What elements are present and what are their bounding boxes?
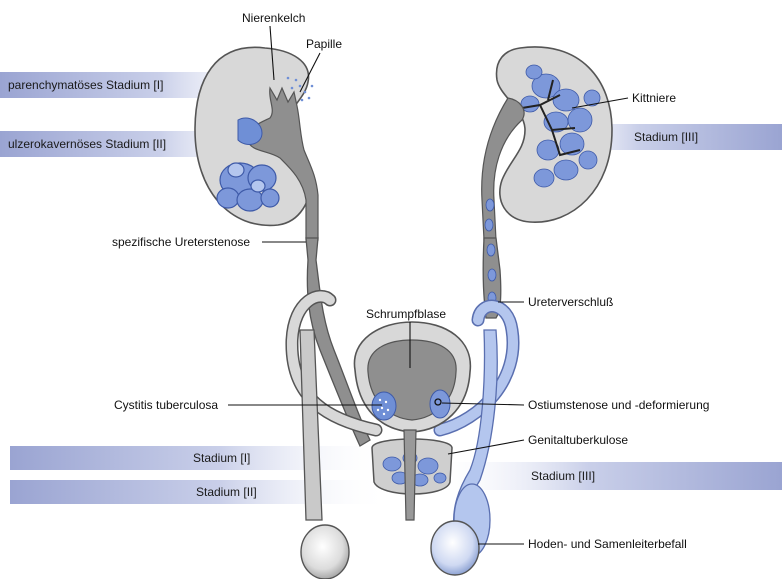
stage-band-2-bottom: Stadium [II] (10, 480, 390, 504)
stage-band-3-bottom-label: Stadium [III] (531, 469, 595, 483)
kidney-right-icon (482, 47, 612, 240)
label-papille-text: Papille (306, 37, 342, 51)
label-hoden-text: Hoden- und Samenleiterbefall (528, 537, 687, 551)
cavern-cluster (217, 163, 279, 211)
stage-band-1-bottom-label: Stadium [I] (193, 451, 250, 465)
label-genital-text: Genitaltuberkulose (528, 433, 628, 447)
label-ureterverschluss-text: Ureterverschluß (528, 295, 613, 309)
label-hoden: Hoden- und Samenleiterbefall (478, 537, 687, 551)
stage-band-2-bottom-label: Stadium [II] (196, 485, 257, 499)
stage-band-3-right-label: Stadium [III] (634, 130, 698, 144)
prostate-icon (372, 430, 452, 520)
testis-left-icon (301, 525, 349, 579)
label-genital: Genitaltuberkulose (448, 433, 628, 454)
label-cystitis-text: Cystitis tuberculosa (114, 398, 218, 412)
label-ureterstenose: spezifische Ureterstenose (112, 235, 306, 249)
testis-right-icon (431, 521, 479, 575)
label-ostium-text: Ostiumstenose und -deformierung (528, 398, 709, 412)
bladder-icon (354, 322, 470, 432)
label-nierenkelch-text: Nierenkelch (242, 11, 305, 25)
kidney-left-icon (195, 47, 318, 240)
label-kittniere-text: Kittniere (632, 91, 676, 105)
label-ureterstenose-text: spezifische Ureterstenose (112, 235, 250, 249)
label-ureterverschluss: Ureterverschluß (498, 295, 613, 309)
stage-band-1-bottom: Stadium [I] (10, 446, 390, 470)
stage-band-ulcerocavernous-label: ulzerokavernöses Stadium [II] (8, 137, 166, 151)
label-schrumpfblase-text: Schrumpfblase (366, 307, 446, 321)
stage-band-parenchymatous-label: parenchymatöses Stadium [I] (8, 78, 163, 92)
